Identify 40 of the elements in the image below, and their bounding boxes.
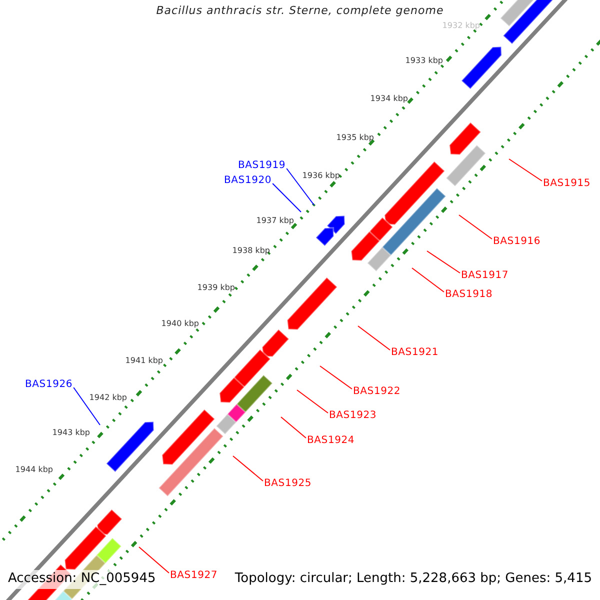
scale-label: 1932 kbp [442, 21, 480, 30]
leader-line [508, 158, 542, 182]
leader-line [426, 250, 460, 274]
scale-label: 1936 kbp [302, 171, 340, 180]
gene-label: BAS1927 [170, 570, 218, 582]
leader-line [232, 456, 264, 482]
leader-line [358, 326, 390, 350]
gene-label: BAS1919 [238, 160, 286, 172]
gene-label: BAS1917 [461, 270, 509, 282]
scale-label: 1944 kbp [15, 465, 53, 474]
gene-label: BAS1924 [307, 435, 355, 446]
leader-line [138, 546, 170, 574]
scale-label: 1938 kbp [232, 246, 270, 256]
scale-label: 1943 kbp [52, 428, 90, 438]
leader-line [73, 387, 100, 426]
scale-label: 1935 kbp [336, 133, 374, 142]
leader-line [320, 366, 352, 390]
gene-label: BAS1921 [391, 347, 439, 358]
leader-line [458, 214, 492, 240]
scale-label: 1940 kbp [161, 319, 199, 328]
gene-label: BAS1920 [224, 175, 272, 186]
gene-label: BAS1915 [543, 178, 591, 190]
leader-line [286, 168, 314, 206]
leader-line [296, 390, 328, 414]
gene-label: BAS1925 [264, 478, 312, 490]
leader-line [412, 268, 444, 292]
scale-label: 1934 kbp [370, 94, 408, 104]
leader-line [280, 416, 306, 438]
scale-label: 1933 kbp [405, 56, 443, 66]
gene-label: BAS1923 [329, 410, 377, 422]
gene-label: BAS1916 [493, 236, 541, 248]
gene-label: BAS1918 [445, 289, 493, 300]
title: Bacillus anthracis str. Sterne, complete genome [155, 5, 445, 18]
scale-label: 1942 kbp [89, 393, 127, 402]
leader-line [272, 183, 302, 212]
gene-label: BAS1926 [25, 379, 73, 390]
scale-label: 1937 kbp [256, 216, 294, 226]
scale-label: 1941 kbp [125, 356, 163, 366]
gene-label: BAS1922 [353, 386, 401, 398]
scale-label: 1939 kbp [197, 283, 235, 292]
